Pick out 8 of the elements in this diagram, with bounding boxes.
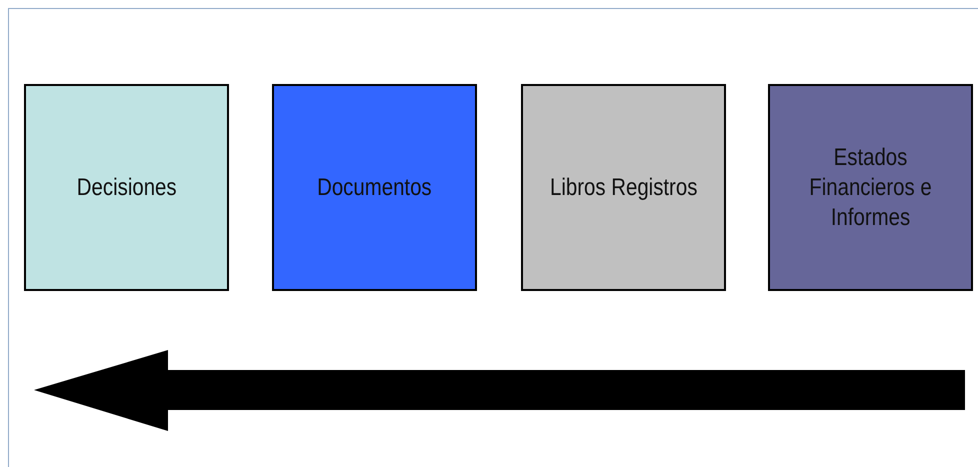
box-label: Documentos: [316, 172, 433, 202]
box-label: Decisiones: [76, 172, 178, 202]
box-label: Libros Registros: [548, 172, 698, 202]
process-box: [768, 84, 973, 291]
process-box: [24, 84, 229, 291]
box-label: Estados Financieros e Informes: [808, 142, 933, 232]
process-box: [272, 84, 477, 291]
process-box: [521, 84, 726, 291]
